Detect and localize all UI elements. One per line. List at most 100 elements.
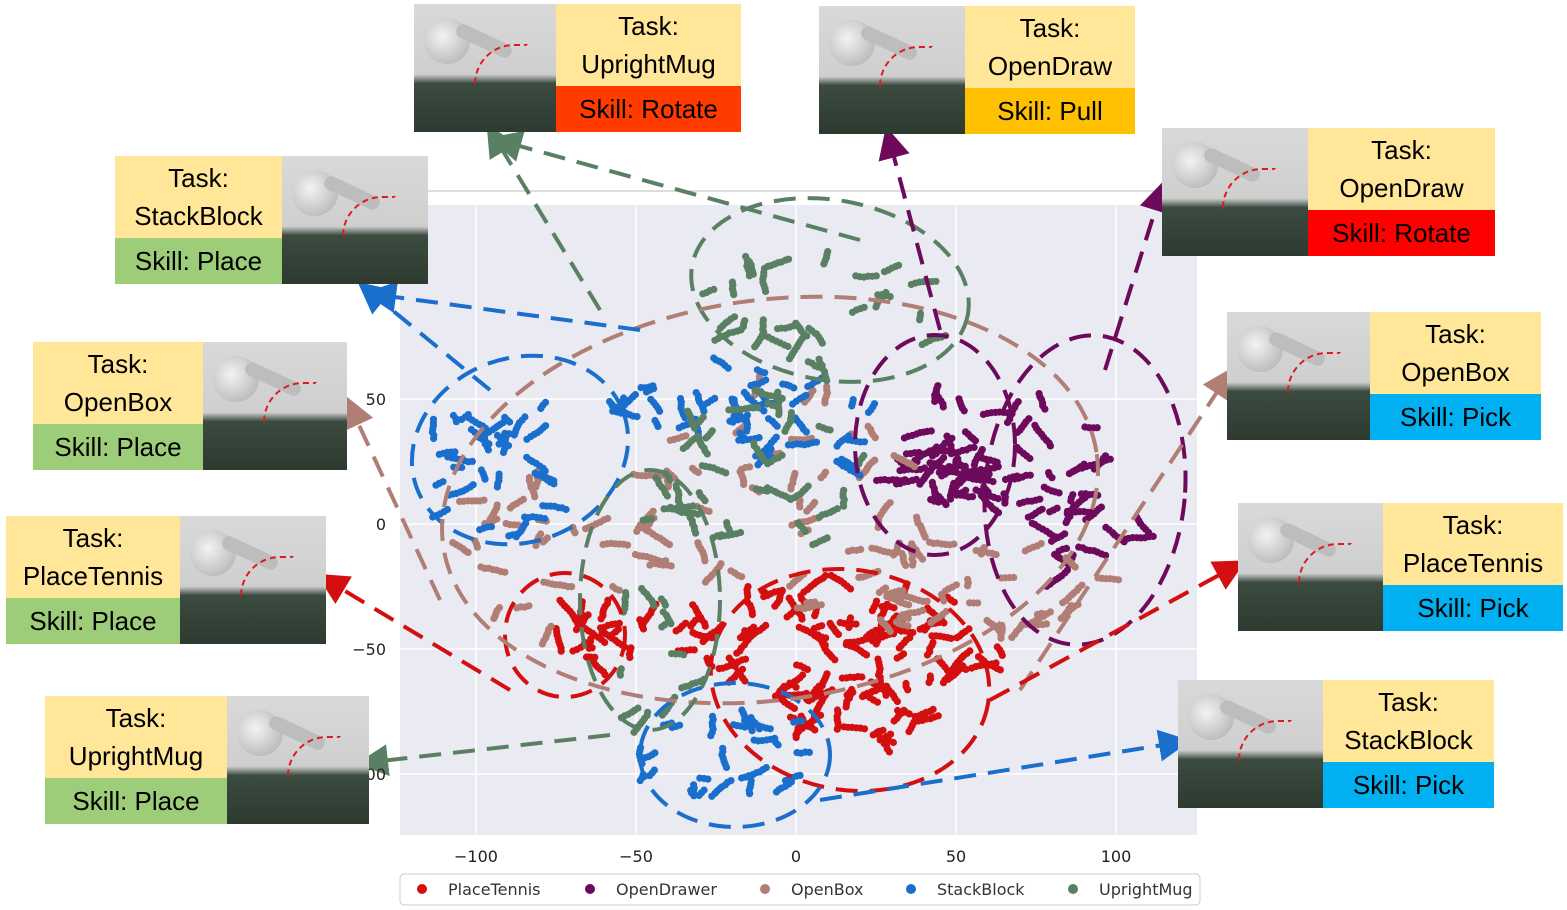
card-place-tennis-pick: Task: PlaceTennis Skill: Pick xyxy=(1238,503,1563,631)
task-label: Task: PlaceTennis xyxy=(1383,503,1563,585)
point-UprightMug xyxy=(617,665,625,673)
point-PlaceTennis xyxy=(701,622,709,630)
point-UprightMug xyxy=(676,500,684,508)
task-label: Task: OpenBox xyxy=(33,342,203,424)
point-OpenDrawer xyxy=(1102,551,1110,559)
point-StackBlock xyxy=(779,380,787,388)
point-OpenDrawer xyxy=(980,483,988,491)
point-OpenDrawer xyxy=(979,410,988,418)
point-PlaceTennis xyxy=(556,596,564,604)
point-OpenBox xyxy=(1057,614,1065,623)
point-PlaceTennis xyxy=(996,666,1004,674)
point-UprightMug xyxy=(932,277,940,285)
point-StackBlock xyxy=(477,466,485,474)
task-prefix: Task: xyxy=(1442,510,1504,540)
point-StackBlock xyxy=(646,772,654,780)
y-tick-label: 50 xyxy=(366,390,386,409)
point-StackBlock xyxy=(647,395,655,403)
point-OpenBox xyxy=(868,544,876,552)
point-StackBlock xyxy=(523,435,531,443)
point-StackBlock xyxy=(761,369,769,377)
skill-label: Skill: Pick xyxy=(1370,394,1541,440)
point-PlaceTennis xyxy=(783,613,791,621)
task-prefix: Task: xyxy=(618,11,679,41)
task-label: Task: OpenDraw xyxy=(965,6,1135,88)
cluster-outline xyxy=(982,333,1188,647)
point-PlaceTennis xyxy=(846,585,855,593)
point-OpenBox xyxy=(746,463,754,471)
point-StackBlock xyxy=(790,718,798,726)
point-PlaceTennis xyxy=(875,671,883,679)
point-OpenBox xyxy=(898,549,906,558)
point-OpenDrawer xyxy=(892,480,901,488)
skill-label: Skill: Place xyxy=(6,598,180,644)
point-UprightMug xyxy=(778,394,786,403)
point-PlaceTennis xyxy=(733,649,741,657)
point-StackBlock xyxy=(449,411,458,420)
point-OpenBox xyxy=(615,586,623,594)
point-PlaceTennis xyxy=(934,712,942,720)
point-UprightMug xyxy=(840,502,848,510)
point-UprightMug xyxy=(775,411,783,419)
point-StackBlock xyxy=(707,732,715,740)
point-StackBlock xyxy=(747,381,755,390)
point-StackBlock xyxy=(510,431,518,439)
point-UprightMug xyxy=(916,316,924,324)
point-OpenBox xyxy=(940,597,948,605)
point-PlaceTennis xyxy=(689,629,697,637)
y-tick-label: 0 xyxy=(376,515,386,534)
point-StackBlock xyxy=(738,706,746,714)
point-OpenDrawer xyxy=(1093,424,1101,432)
point-PlaceTennis xyxy=(798,615,806,623)
point-StackBlock xyxy=(444,453,452,461)
legend-box xyxy=(399,873,1201,906)
point-UprightMug xyxy=(741,317,749,325)
point-StackBlock xyxy=(787,778,796,786)
point-OpenDrawer xyxy=(1046,442,1054,450)
point-OpenBox xyxy=(927,619,935,627)
task-name: OpenDraw xyxy=(987,51,1113,81)
point-StackBlock xyxy=(700,786,708,794)
point-OpenDrawer xyxy=(1014,398,1022,406)
robot-photo xyxy=(227,696,369,824)
point-OpenBox xyxy=(727,567,735,575)
point-PlaceTennis xyxy=(862,651,871,659)
legend-marker-PlaceTennis xyxy=(417,884,427,894)
point-OpenBox xyxy=(1059,599,1067,607)
card-open-box-place: Task: OpenBox Skill: Place xyxy=(33,342,347,470)
point-UprightMug xyxy=(804,358,812,366)
card-upright-mug-rotate: Task: UprightMug Skill: Rotate xyxy=(414,4,741,132)
x-tick-label: 0 xyxy=(791,847,801,866)
cluster-outline xyxy=(708,566,992,794)
point-PlaceTennis xyxy=(748,611,757,619)
legend-marker-StackBlock xyxy=(906,884,916,894)
point-OpenDrawer xyxy=(948,434,956,442)
point-StackBlock xyxy=(773,422,781,430)
point-PlaceTennis xyxy=(925,678,933,687)
point-UprightMug xyxy=(764,399,772,407)
point-OpenDrawer xyxy=(961,428,970,436)
point-StackBlock xyxy=(487,523,495,531)
point-PlaceTennis xyxy=(840,723,848,731)
point-UprightMug xyxy=(667,620,675,628)
legend-label-OpenBox: OpenBox xyxy=(791,880,863,899)
point-OpenBox xyxy=(803,507,811,515)
arrow-brown xyxy=(1018,366,1234,692)
point-PlaceTennis xyxy=(858,673,866,681)
point-OpenDrawer xyxy=(1001,475,1010,484)
point-OpenBox xyxy=(701,578,710,586)
point-StackBlock xyxy=(762,764,770,772)
point-StackBlock xyxy=(692,389,700,397)
point-OpenBox xyxy=(787,485,795,493)
point-OpenDrawer xyxy=(1055,547,1063,555)
point-UprightMug xyxy=(813,330,821,338)
point-UprightMug xyxy=(698,462,706,470)
point-OpenBox xyxy=(919,606,927,615)
point-OpenBox xyxy=(449,539,457,547)
legend-marker-UprightMug xyxy=(1068,884,1078,894)
point-PlaceTennis xyxy=(873,682,881,690)
point-UprightMug xyxy=(666,476,674,484)
point-OpenBox xyxy=(694,539,702,547)
point-UprightMug xyxy=(824,248,832,256)
y-tick-label: −50 xyxy=(352,640,386,659)
